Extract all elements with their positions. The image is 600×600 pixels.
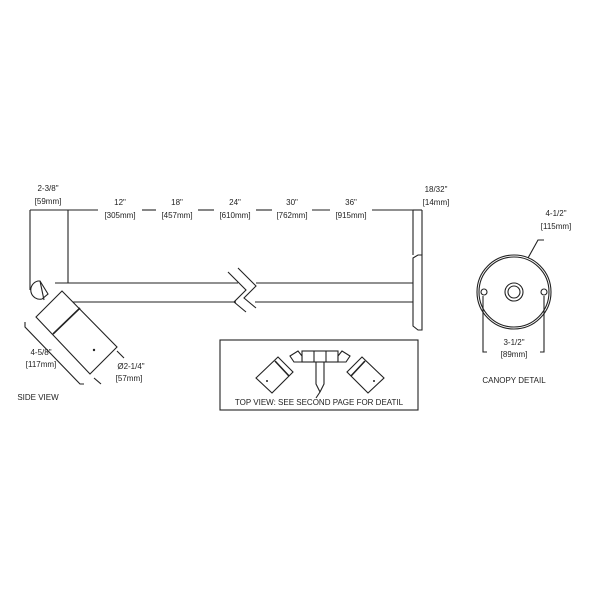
canopy-hole-in: 3-1/2" bbox=[503, 338, 524, 347]
top-view-fixtures bbox=[255, 350, 385, 399]
length-in: 12" bbox=[114, 198, 126, 207]
length-mm: [457mm] bbox=[161, 211, 192, 220]
offset-mm: [59mm] bbox=[35, 197, 62, 206]
length-in: 30" bbox=[286, 198, 298, 207]
length-dimension-line bbox=[29, 209, 423, 290]
arm-tube bbox=[55, 267, 413, 313]
canopy-dia-mm: [115mm] bbox=[541, 222, 572, 231]
side-view-label: SIDE VIEW bbox=[17, 393, 59, 402]
top-view-box bbox=[219, 339, 419, 411]
top-view-label: TOP VIEW: SEE SECOND PAGE FOR DEATIL bbox=[235, 398, 404, 407]
canopy-dia-in: 4-1/2" bbox=[545, 209, 566, 218]
length-in: 24" bbox=[229, 198, 241, 207]
canopy-plate-side bbox=[412, 254, 423, 331]
length-in: 36" bbox=[345, 198, 357, 207]
fixture-head-side bbox=[24, 280, 125, 385]
length-mm: [305mm] bbox=[104, 211, 135, 220]
length-mm: [762mm] bbox=[276, 211, 307, 220]
plate-in: 18/32" bbox=[425, 185, 448, 194]
head-length-mm: [117mm] bbox=[26, 360, 57, 369]
length-mm: [915mm] bbox=[335, 211, 366, 220]
head-length-in: 4-5/8" bbox=[30, 348, 51, 357]
plate-mm: [14mm] bbox=[423, 198, 450, 207]
length-mm: [610mm] bbox=[219, 211, 250, 220]
head-dia-in: Ø2-1/4" bbox=[117, 362, 144, 371]
canopy-label: CANOPY DETAIL bbox=[482, 376, 546, 385]
head-dia-mm: [57mm] bbox=[116, 374, 143, 383]
offset-in: 2-3/8" bbox=[37, 184, 58, 193]
canopy-detail bbox=[476, 239, 552, 353]
canopy-hole-mm: [89mm] bbox=[501, 350, 528, 359]
length-in: 18" bbox=[171, 198, 183, 207]
